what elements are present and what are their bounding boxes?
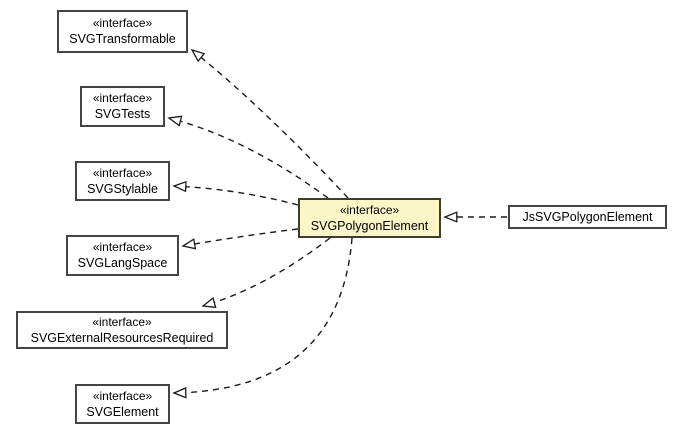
node-svgtests[interactable]: «interface» SVGTests	[80, 86, 165, 127]
node-name: SVGElement	[86, 404, 159, 419]
edge-polygon-to-transformable	[192, 50, 349, 199]
node-svgelement[interactable]: «interface» SVGElement	[75, 384, 170, 424]
edge-polygon-to-extres	[203, 237, 331, 306]
edge-polygon-to-tests	[169, 118, 329, 199]
edge-polygon-to-stylable	[174, 186, 299, 206]
edge-polygon-to-langspace	[183, 228, 299, 246]
node-name: SVGTests	[94, 107, 151, 121]
stereotype-label: «interface»	[92, 240, 153, 254]
node-name: SVGExternalResourcesRequired	[30, 330, 214, 345]
node-name: SVGStylable	[87, 181, 158, 196]
node-name: SVGTransformable	[69, 32, 176, 46]
stereotype-label: «interface»	[339, 202, 400, 217]
node-name: JsSVGPolygonElement	[522, 210, 653, 224]
stereotype-label: «interface»	[92, 165, 153, 180]
node-svgstylable[interactable]: «interface» SVGStylable	[75, 161, 170, 201]
node-svgtransformable[interactable]: «interface» SVGTransformable	[57, 10, 188, 53]
stereotype-label: «interface»	[92, 314, 152, 329]
node-svglangspace[interactable]: «interface» SVGLangSpace	[66, 235, 179, 276]
stereotype-label: «interface»	[92, 388, 153, 403]
node-name: SVGLangSpace	[77, 256, 168, 270]
node-svgpolygonelement[interactable]: «interface» SVGPolygonElement	[298, 198, 441, 238]
stereotype-label: «interface»	[92, 91, 153, 105]
node-svgexternalresourcesrequired[interactable]: «interface» SVGExternalResourcesRequired	[16, 311, 228, 349]
stereotype-label: «interface»	[92, 16, 153, 30]
node-jssvgpolygonelement[interactable]: JsSVGPolygonElement	[508, 205, 667, 229]
node-name: SVGPolygonElement	[310, 218, 429, 233]
